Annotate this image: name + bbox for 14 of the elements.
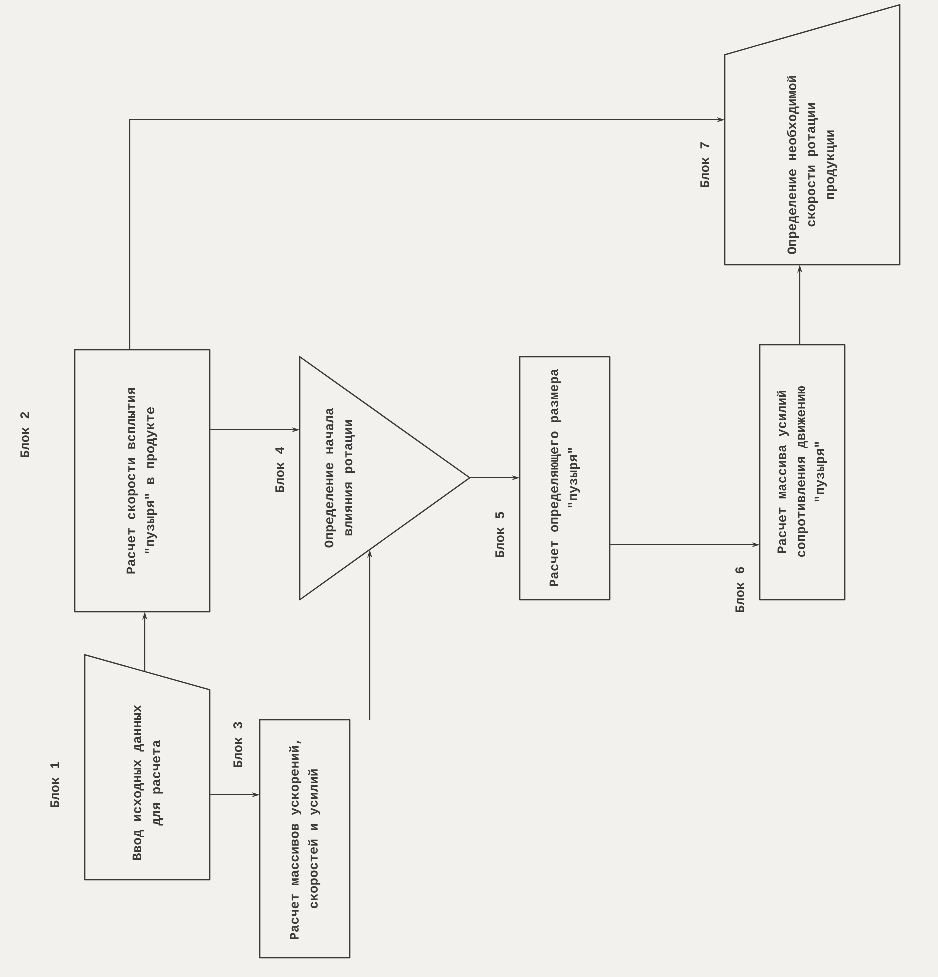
block-label: Блок 5	[496, 512, 504, 558]
block-label: Блок 2	[20, 412, 30, 458]
process-box: Расчет определяющего размера "пузыря"	[519, 356, 611, 601]
block-label: Блок 6	[736, 567, 744, 613]
process-box: Расчет массивов ускорений, скоростей и усилий	[259, 719, 351, 959]
input-box: Ввод исходных данных для расчета	[84, 654, 211, 881]
process-box: Расчет скорости всплытия "пузыря" в продукте	[74, 349, 211, 613]
triangle-box: Определение начала влияния ротации	[299, 356, 471, 601]
block-label: Блок 1	[50, 762, 60, 808]
trapezoid-box: Определение необходимой скорости ротации продукции	[724, 4, 901, 266]
block-label: Блок 4	[276, 446, 284, 493]
block-label: Блок 7	[700, 142, 710, 188]
block-label: Блок 3	[234, 722, 242, 768]
process-box: Расчет массива усилий сопротивления движению "пузыря"	[759, 344, 846, 601]
